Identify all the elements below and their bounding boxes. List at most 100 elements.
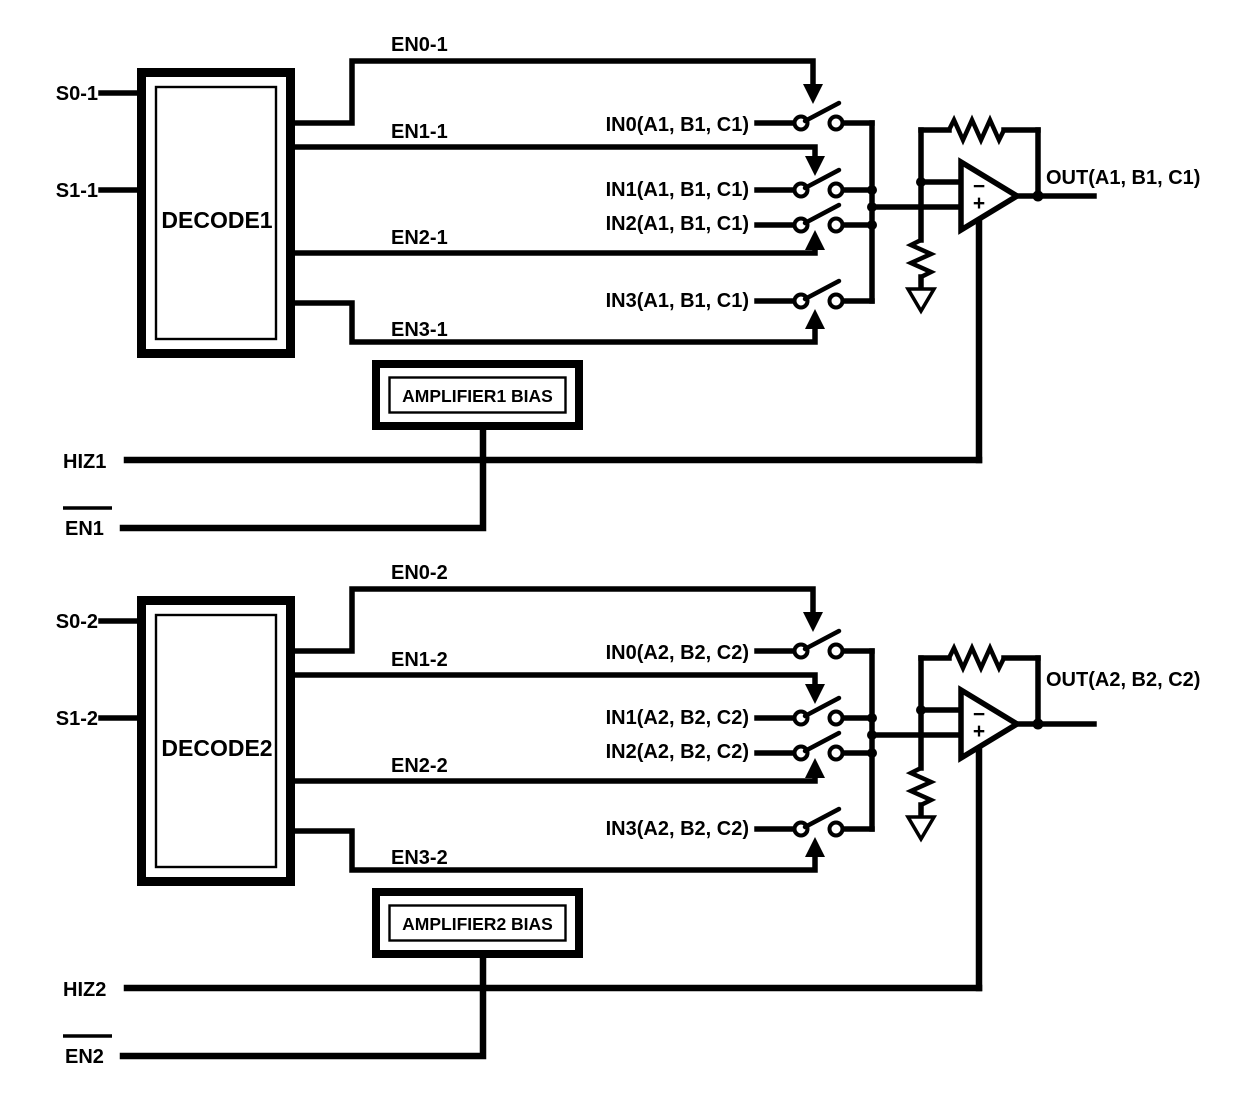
opamp-circuit: − + OUT(A2, B2, C2): [869, 642, 1200, 992]
enable0-label: EN0-2: [391, 562, 448, 584]
channel-2-section: S0-2 S1-2 DECODE2 EN0-2 EN1-2 EN2-2 EN3-…: [56, 562, 1201, 1068]
bias-block: AMPLIFIER1 BIAS HIZ1 EN1: [63, 360, 983, 540]
enable2-label: EN2-2: [391, 755, 448, 777]
opamp-minus-sign: −: [973, 703, 985, 726]
switch1-contact-icon: [827, 709, 845, 727]
enable0-wire: [288, 586, 816, 654]
input0-label: IN0(A1, B1, C1): [606, 114, 749, 136]
enable-bar-wire: [119, 426, 487, 532]
enable2-label: EN2-1: [391, 227, 448, 249]
junction-dot: [867, 748, 877, 758]
output-junction-dot: [1032, 190, 1044, 202]
switch2-arm-icon: [802, 202, 842, 226]
switch0-contact-icon: [827, 642, 845, 660]
opamp-circuit: − + OUT(A1, B1, C1): [869, 114, 1200, 464]
bias-block: AMPLIFIER2 BIAS HIZ2 EN2: [63, 888, 983, 1068]
junction-dot: [867, 713, 877, 723]
bias-label: AMPLIFIER1 BIAS: [402, 386, 553, 406]
decoder-block: S0-2 S1-2 DECODE2: [56, 596, 295, 886]
decoder-block: S0-1 S1-1 DECODE1: [56, 68, 295, 358]
enable1-label: EN1-2: [391, 649, 448, 671]
input2-label: IN2(A1, B1, C1): [606, 213, 749, 235]
select1-label: S1-1: [56, 180, 98, 202]
ground-arrow-icon: [904, 815, 938, 843]
feedback-resistor-icon: [946, 642, 1007, 674]
junction-dot: [916, 177, 926, 187]
channel-1-section: S0-1 S1-1 DECODE1 EN0-1 EN1-1 EN2-1 EN3-…: [56, 34, 1201, 540]
select0-label: S0-1: [56, 83, 98, 105]
output-label: OUT(A1, B1, C1): [1046, 167, 1200, 189]
select0-label: S0-2: [56, 611, 98, 633]
enable1-arrow-icon: [805, 156, 825, 176]
decoder-label: DECODE1: [161, 207, 272, 233]
enable3-label: EN3-1: [391, 319, 448, 341]
decoder-label: DECODE2: [161, 735, 272, 761]
opamp-triangle-icon: [958, 685, 1023, 763]
enable0-wire: [288, 58, 816, 126]
output-label: OUT(A2, B2, C2): [1046, 669, 1200, 691]
enable3-wire: [288, 300, 818, 345]
select1-label: S1-2: [56, 708, 98, 730]
enable1-arrow-icon: [805, 684, 825, 704]
opamp-plus-sign: +: [973, 192, 985, 215]
input3-label: IN3(A1, B1, C1): [606, 290, 749, 312]
enable2-arrow-icon: [805, 230, 825, 250]
decoder-box-outer: [137, 596, 295, 886]
junction-dot: [867, 185, 877, 195]
enable0-label: EN0-1: [391, 34, 448, 56]
input-switches: IN0(A1, B1, C1) IN1(A1, B1, C1) IN2(A1, …: [606, 100, 877, 312]
feedback-resistor-icon: [946, 114, 1007, 146]
switch3-arm-icon: [802, 806, 842, 830]
hiz-label: HIZ1: [63, 451, 106, 473]
junction-dot: [916, 705, 926, 715]
switch3-arm-icon: [802, 278, 842, 302]
opamp-minus-sign: −: [973, 175, 985, 198]
bias-box-outer: [372, 360, 583, 430]
junction-dot: [867, 220, 877, 230]
enable3-wire: [288, 828, 818, 873]
decoder-box-inner: [154, 613, 278, 869]
decoder-box-outer: [137, 68, 295, 358]
input3-label: IN3(A2, B2, C2): [606, 818, 749, 840]
switch0-arm-icon: [802, 100, 842, 124]
switch1-arm-icon: [802, 167, 842, 191]
switch3-contact-icon: [827, 820, 845, 838]
bias-box-inner: [388, 904, 567, 942]
switch0-contact-icon: [827, 114, 845, 132]
switch3-contact-icon: [827, 292, 845, 310]
ground-resistor-icon: [905, 237, 937, 280]
output-junction-dot: [1032, 718, 1044, 730]
opamp-plus-sign: +: [973, 720, 985, 743]
enable-bar-label: EN2: [65, 1046, 104, 1068]
enable2-wire: [288, 774, 818, 784]
enable-bar-wire: [119, 954, 487, 1060]
bias-box-inner: [388, 376, 567, 414]
enable-wires: EN0-1 EN1-1 EN2-1 EN3-1: [288, 34, 825, 345]
enable1-label: EN1-1: [391, 121, 448, 143]
hiz-label: HIZ2: [63, 979, 106, 1001]
input1-label: IN1(A2, B2, C2): [606, 707, 749, 729]
enable-wires: EN0-2 EN1-2 EN2-2 EN3-2: [288, 562, 825, 873]
enable3-arrow-icon: [805, 837, 825, 857]
enable3-arrow-icon: [805, 309, 825, 329]
ground-resistor-icon: [905, 765, 937, 808]
switch2-arm-icon: [802, 730, 842, 754]
switch1-contact-icon: [827, 181, 845, 199]
input2-label: IN2(A2, B2, C2): [606, 741, 749, 763]
enable2-arrow-icon: [805, 758, 825, 778]
enable1-wire: [288, 672, 818, 689]
enable3-label: EN3-2: [391, 847, 448, 869]
ground-arrow-icon: [904, 287, 938, 315]
switch2-contact-icon: [827, 216, 845, 234]
opamp-triangle-icon: [958, 157, 1023, 235]
switch0-arm-icon: [802, 628, 842, 652]
decoder-box-inner: [154, 85, 278, 341]
input0-label: IN0(A2, B2, C2): [606, 642, 749, 664]
input1-label: IN1(A1, B1, C1): [606, 179, 749, 201]
enable1-wire: [288, 144, 818, 161]
input-switches: IN0(A2, B2, C2) IN1(A2, B2, C2) IN2(A2, …: [606, 628, 877, 840]
enable0-arrow-icon: [803, 612, 823, 632]
bias-label: AMPLIFIER2 BIAS: [402, 914, 553, 934]
